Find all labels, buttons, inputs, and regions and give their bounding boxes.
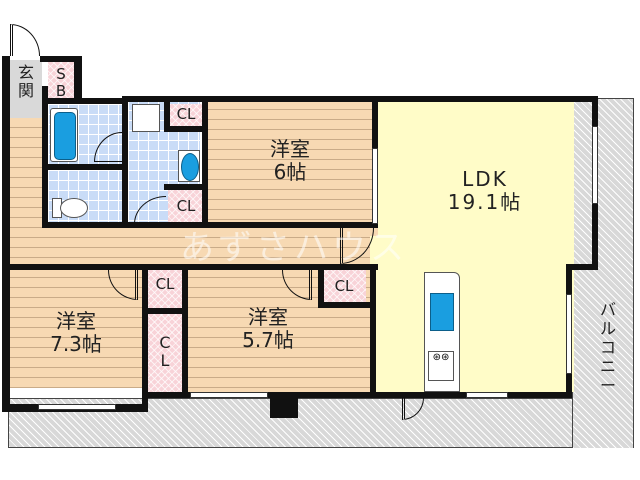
wall-top-mid [122, 96, 378, 102]
genkan-label-2: 関 [17, 81, 34, 101]
window-73-bottom[interactable] [38, 404, 116, 410]
genkan-label: 玄 関 [12, 63, 40, 101]
wall-bath-toilet [42, 164, 124, 170]
sb-label: S B [48, 65, 74, 101]
sb-label-2: B [55, 82, 67, 101]
wall-cl-mid [146, 308, 186, 314]
genkan-label-1: 玄 [17, 63, 34, 82]
bathtub-icon [50, 108, 78, 162]
wall-bath-wash [122, 98, 128, 228]
western-room-6 [208, 100, 372, 224]
sb-closet [48, 60, 74, 100]
western-6-size: 6帖 [273, 160, 307, 184]
wall-ldk-top [372, 96, 596, 102]
cl-top-label: CL [176, 105, 196, 123]
ldk-label: LDK 19.1帖 [430, 168, 540, 214]
wall-genkan-top-r [40, 56, 82, 62]
wall-cl57-bottom [318, 302, 374, 308]
wall-73-right [142, 266, 148, 406]
wall-wash-right [202, 100, 208, 228]
wall-corr-bottom [2, 264, 378, 270]
washbasin-icon [178, 150, 200, 182]
cl-57-label: CL [334, 277, 354, 295]
entrance-door[interactable] [10, 24, 40, 56]
western-6-name: 洋室 [270, 137, 310, 161]
balcony-right [572, 98, 634, 448]
sb-label-1: S [56, 65, 66, 83]
wall-w6-bottom [202, 222, 378, 228]
ldk-lower [370, 236, 570, 392]
cl-73-label-1: C [159, 333, 171, 352]
western-57-size: 5.7帖 [242, 328, 294, 352]
wall-bottom-main [146, 392, 572, 398]
closet-73 [148, 314, 182, 394]
closet-corr [148, 268, 182, 308]
genkan-area [10, 60, 42, 118]
wall-cl-bottom [164, 126, 206, 132]
cl-corr-label: CL [155, 275, 175, 293]
wall-cl-right [182, 266, 188, 398]
western-6-label: 洋室 6帖 [240, 138, 340, 184]
closet-top [168, 104, 204, 128]
sink-icon [430, 293, 454, 331]
ldk-size: 19.1帖 [447, 190, 523, 214]
western-73-name: 洋室 [56, 309, 96, 333]
wall-sb-right [74, 56, 82, 102]
wall-genkan-sb [42, 86, 48, 226]
stove-icon: ⊛⊛ [428, 351, 454, 381]
closet-wash [168, 188, 204, 224]
western-73-size: 7.3帖 [50, 332, 102, 356]
cl-wash-label: CL [176, 197, 196, 215]
window-w6-ldk[interactable] [372, 148, 378, 224]
western-73-label: 洋室 7.3帖 [26, 310, 126, 356]
corridor [8, 228, 380, 266]
wall-ldk-notch-h [566, 264, 598, 270]
wall-cl2-top [164, 184, 206, 190]
window-ldk-bottom[interactable] [466, 392, 508, 398]
wall-outer-left [2, 56, 10, 412]
western-57-name: 洋室 [248, 305, 288, 329]
kitchen-counter: ⊛⊛ [424, 272, 460, 392]
western-57-label: 洋室 5.7帖 [218, 306, 318, 352]
window-ldk-notch[interactable] [566, 294, 572, 374]
washing-machine-icon [132, 104, 160, 132]
cl-73-label-2: L [160, 351, 170, 371]
toilet-icon [52, 196, 88, 218]
window-57-bottom[interactable] [190, 392, 268, 398]
wall-cl57-left [318, 266, 324, 306]
pillar [270, 396, 298, 418]
toilet [48, 170, 124, 222]
balcony-label: バルコニー [599, 300, 616, 395]
closet-57 [322, 270, 366, 304]
watermark: あずさハウス [180, 228, 408, 268]
cl-73-label: C L [148, 333, 182, 371]
wall-57-ldk [370, 266, 376, 396]
wall-bath-top [42, 98, 126, 104]
wall-cl-left [164, 100, 170, 130]
window-ldk-right[interactable] [592, 126, 598, 204]
ldk-name: LDK [462, 167, 508, 191]
